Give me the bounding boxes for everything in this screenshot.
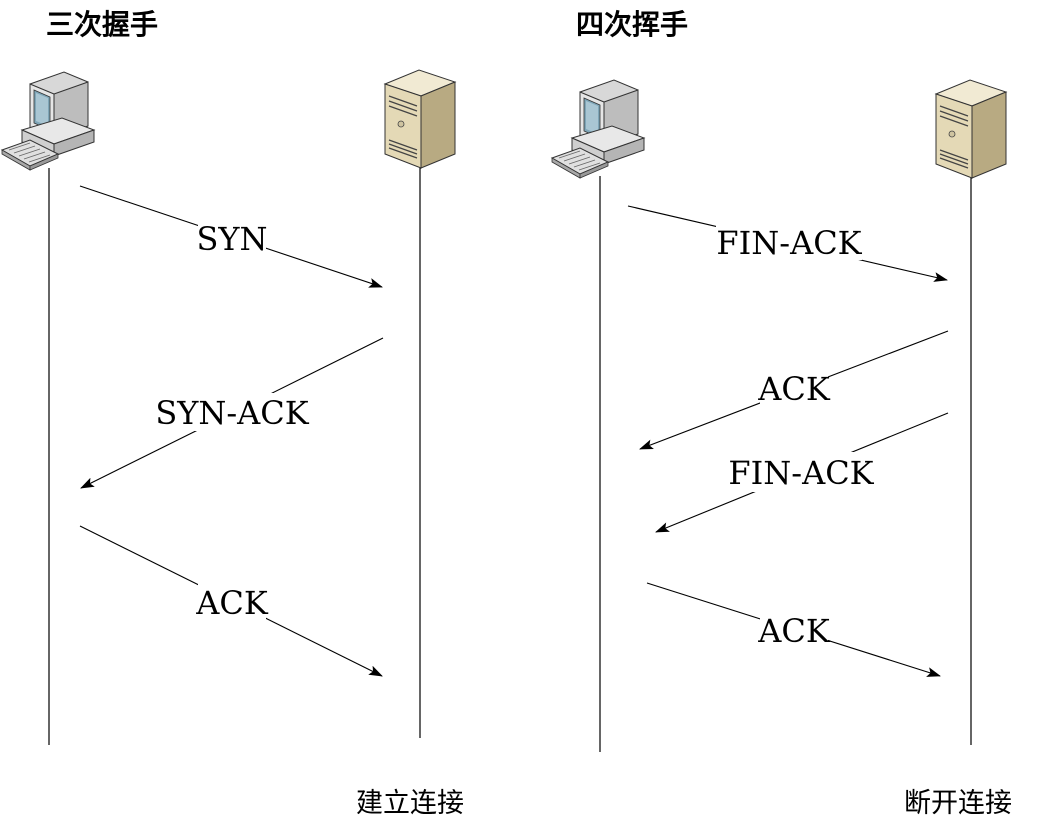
teardown-title: 四次挥手 [576,8,688,41]
desktop-computer-icon [1,71,95,171]
message-fin-ack-1: FIN-ACK [627,205,948,282]
fin-ack-1-label: FIN-ACK [716,224,862,262]
syn-label: SYN [196,220,267,258]
desktop-computer-icon [551,79,645,179]
message-syn-ack: SYN-ACK [80,337,384,489]
syn-ack-label-bg [160,393,304,431]
message-ack-2: ACK [646,582,941,677]
ack-label-bg [198,584,266,620]
message-ack-1: ACK [639,330,949,450]
handshake-panel: 三次握手 SYN SYN-ACK ACK 建立连接 [1,8,464,819]
fin-ack-1-label-bg [716,222,862,260]
fin-ack-2-label: FIN-ACK [728,454,874,492]
syn-label-bg [198,220,266,256]
fin-ack-2-label-bg [728,452,874,492]
handshake-caption: 建立连接 [356,788,464,819]
ack-label: ACK [195,584,269,622]
tower-server-icon [935,79,1007,179]
syn-ack-label: SYN-ACK [155,394,309,432]
teardown-caption: 断开连接 [904,788,1012,819]
tower-server-icon [384,69,456,169]
message-ack: ACK [79,525,383,677]
teardown-panel: 四次挥手 FIN-ACK ACK FIN-ACK ACK [551,8,1012,819]
ack-2-label-bg [760,612,828,648]
ack-2-label: ACK [757,612,831,650]
ack-1-label-bg [760,370,828,406]
message-syn: SYN [79,185,383,288]
ack-1-label: ACK [757,370,831,408]
handshake-title: 三次握手 [46,8,158,41]
message-fin-ack-2: FIN-ACK [655,412,949,533]
